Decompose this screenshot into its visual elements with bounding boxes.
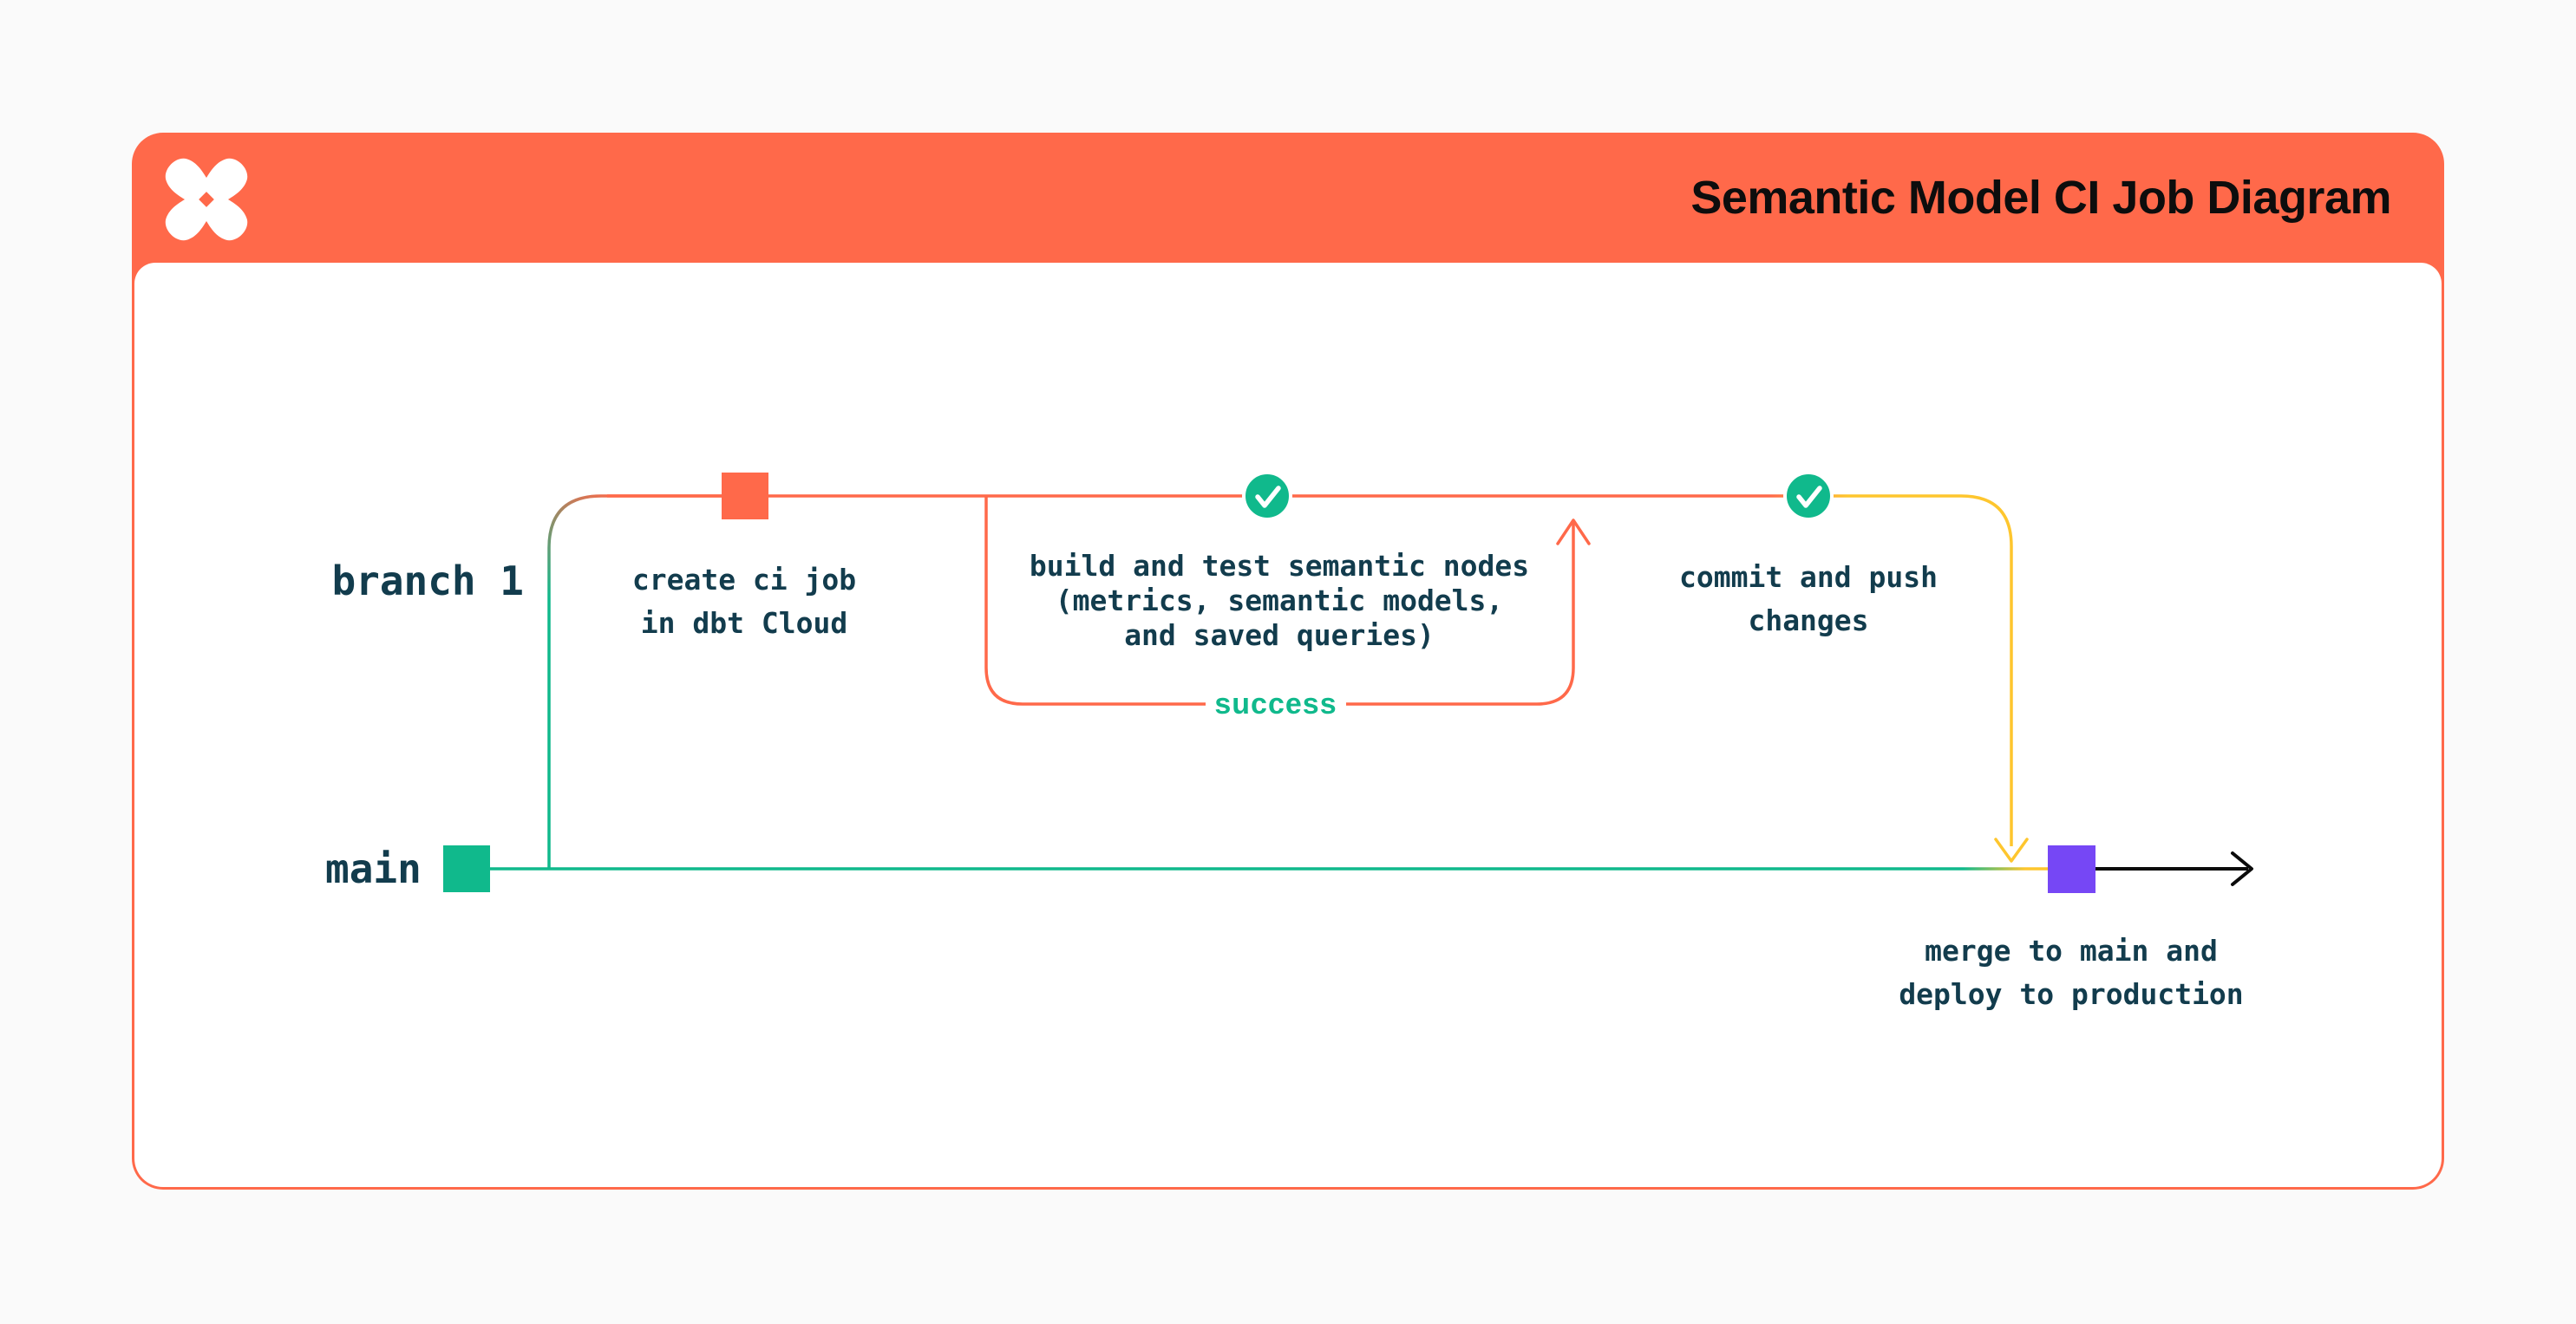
card-body — [134, 263, 2442, 1187]
branch-off-line — [547, 494, 733, 869]
check-icon — [1783, 471, 1834, 521]
node-label-create-ci: create ci job in dbt Cloud — [484, 558, 1004, 645]
ci-loop-left — [984, 496, 1206, 706]
page-title: Semantic Model CI Job Diagram — [1690, 172, 2391, 224]
node-label-line: (metrics, semantic models, — [1055, 584, 1504, 617]
check-icon — [1242, 471, 1292, 521]
arrow-up-icon — [1556, 519, 1591, 545]
node-label-line: deploy to production — [1899, 977, 2244, 1011]
node-label-line: merge to main and — [1925, 934, 2218, 968]
success-label: success — [1214, 688, 1337, 721]
merge-commit-square — [2048, 845, 2095, 893]
node-label-line: and saved queries) — [1124, 618, 1435, 652]
node-label-build-test: build and test semantic nodes (metrics, … — [976, 549, 1583, 653]
main-commit-square — [443, 845, 490, 892]
node-label-commit-push: commit and push changes — [1548, 556, 2069, 642]
node-label-line: changes — [1748, 603, 1869, 637]
node-label-merge-deploy: merge to main and deploy to production — [1811, 929, 2331, 1016]
node-label-line: commit and push — [1678, 560, 1938, 594]
create-ci-commit-square — [722, 473, 768, 519]
arrow-down-icon — [1994, 838, 2029, 863]
node-label-line: create ci job — [631, 563, 857, 597]
node-label-line: in dbt Cloud — [640, 606, 848, 640]
card-header: Semantic Model CI Job Diagram — [132, 133, 2444, 263]
main-label: main — [325, 845, 422, 892]
ci-loop-right — [1346, 521, 1575, 706]
node-label-line: build and test semantic nodes — [1029, 549, 1530, 583]
diagram-card: Semantic Model CI Job Diagram — [132, 133, 2444, 1190]
branch1-label: branch 1 — [331, 558, 524, 604]
branch1-line — [607, 494, 2013, 846]
dbt-logo-icon — [165, 158, 248, 241]
arrow-right-icon — [2231, 851, 2253, 886]
